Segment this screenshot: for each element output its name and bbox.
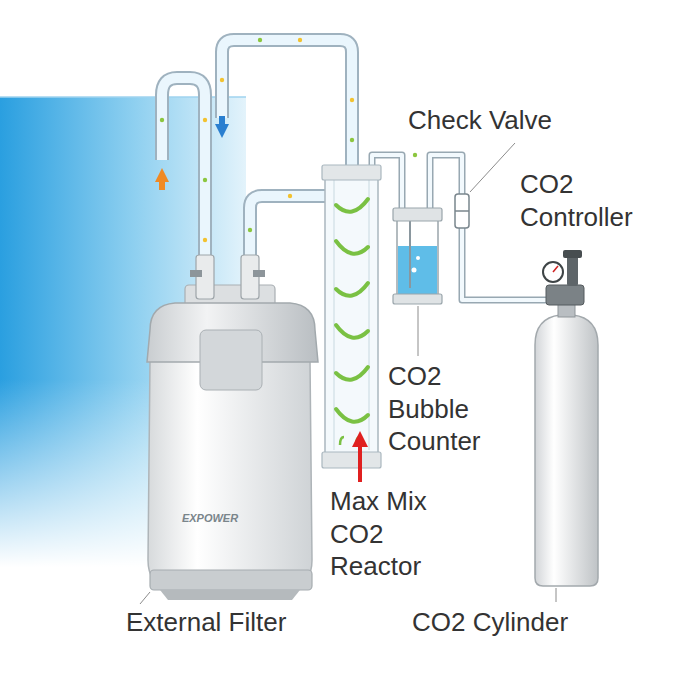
reactor-swirl	[336, 367, 368, 380]
flow-dot	[413, 153, 417, 157]
bubble-counter	[393, 208, 442, 304]
brand-logo: EXPOWER	[180, 512, 240, 526]
flow-arrows	[155, 116, 229, 190]
label-slot: CO2 Controller	[520, 168, 670, 233]
label-slot: External Filter	[126, 606, 326, 639]
external-filter	[147, 255, 318, 600]
label-slot: CO2 Bubble Counter	[388, 360, 496, 458]
flow-dot	[288, 194, 292, 198]
label-slot: Max Mix CO2 Reactor	[330, 485, 448, 583]
flow-dot	[258, 38, 262, 42]
reactor-swirl	[336, 325, 368, 338]
part-label: Check Valve	[408, 104, 578, 137]
water-pipes	[162, 40, 352, 262]
label-slot: EXPOWER	[180, 512, 240, 526]
part-label: External Filter	[126, 606, 326, 639]
reactor-swirl	[336, 283, 368, 296]
part-label: CO2 Cylinder	[412, 606, 592, 639]
part-label: CO2 Controller	[520, 168, 670, 233]
label-slot: Check Valve	[408, 104, 578, 137]
flow-dot	[203, 118, 207, 122]
check-valve	[455, 194, 469, 228]
reactor-swirl	[336, 409, 368, 422]
flow-dot	[248, 228, 252, 232]
part-label: Max Mix CO2 Reactor	[330, 485, 448, 583]
flow-dot	[350, 98, 354, 102]
flow-dot	[350, 138, 354, 142]
flow-dot	[298, 38, 302, 42]
pointer-arrow	[352, 431, 368, 482]
label-slot: CO2 Cylinder	[412, 606, 592, 639]
reactor-swirl	[336, 241, 368, 254]
flow-dot	[220, 78, 224, 82]
co2-cylinder	[535, 302, 598, 586]
leader-lines	[140, 143, 556, 604]
part-label: CO2 Bubble Counter	[388, 360, 496, 458]
reactor-swirl	[336, 199, 368, 212]
flow-dot	[160, 118, 164, 122]
flow-dot	[203, 238, 207, 242]
co2-controller	[543, 250, 584, 305]
flow-dot	[203, 178, 207, 182]
co2-reactor	[322, 165, 381, 468]
